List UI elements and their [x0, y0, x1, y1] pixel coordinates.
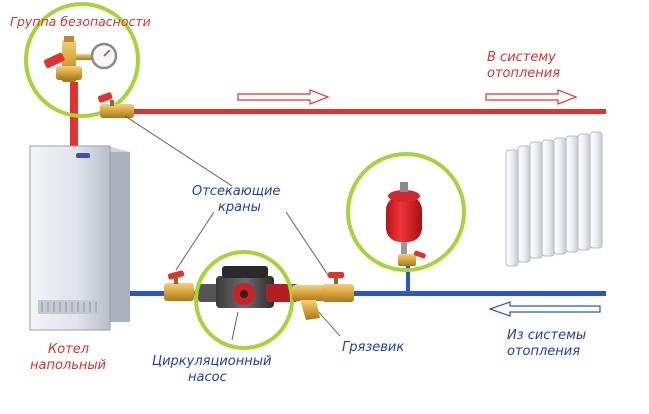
- ball-valve-icon: [164, 270, 194, 301]
- radiator-icon: [505, 131, 603, 267]
- pump-label-line2: насос: [188, 370, 227, 385]
- highlight-circle: [346, 152, 466, 272]
- pump-label-line1: Циркуляционный: [152, 354, 272, 369]
- shutoff-valves-label-line1: Отсекающие: [192, 184, 281, 199]
- flow-arrow-icon: [485, 89, 578, 105]
- boiler-icon: [29, 145, 130, 331]
- shutoff-valves-label-line2: краны: [218, 200, 261, 215]
- from-heating-label-line2: отопления: [507, 344, 581, 359]
- supply-pipe: [70, 82, 606, 152]
- return-pipe: [130, 264, 606, 296]
- safety-group-label: Группа безопасности: [10, 14, 151, 29]
- from-heating-label-line1: Из системы: [507, 328, 587, 343]
- expansion-tank-icon: [386, 182, 426, 266]
- ball-valve-icon: [322, 272, 354, 302]
- highlight-circle: [24, 2, 140, 118]
- strainer-label: Грязевик: [342, 340, 405, 355]
- boiler-label-line1: Котел: [48, 342, 90, 357]
- boiler-label-line2: напольный: [30, 358, 107, 373]
- safety-group-icon: [43, 36, 118, 82]
- flow-arrow-icon: [488, 301, 601, 317]
- to-heating-label-line2: отопления: [487, 66, 561, 81]
- highlight-circle: [194, 250, 294, 350]
- leader-lines: [124, 115, 341, 341]
- ball-valve-icon: [97, 92, 134, 118]
- circulation-pump-icon: [198, 266, 298, 308]
- to-heating-label-line1: В систему: [487, 50, 556, 65]
- strainer-icon: [292, 285, 324, 320]
- flow-arrow-icon: [237, 89, 330, 105]
